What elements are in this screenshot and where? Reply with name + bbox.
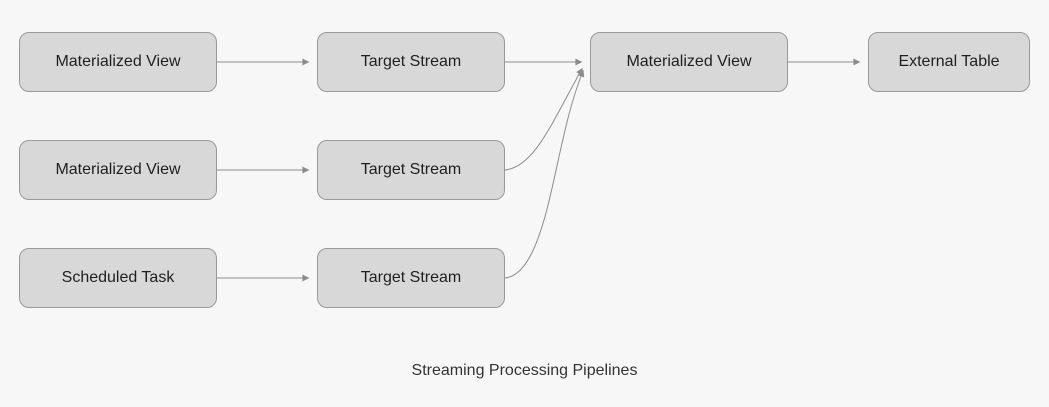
node-label: Target Stream xyxy=(360,269,462,286)
node-materialized-view-2: Materialized View xyxy=(19,140,217,200)
node-label: Target Stream xyxy=(360,53,462,70)
edge-ts2-to-mvfinal xyxy=(504,67,583,171)
node-label: Materialized View xyxy=(55,161,181,178)
node-label: Target Stream xyxy=(360,161,462,178)
node-target-stream-3: Target Stream xyxy=(317,248,505,308)
node-label: Scheduled Task xyxy=(61,269,175,286)
node-scheduled-task: Scheduled Task xyxy=(19,248,217,308)
node-materialized-view-final: Materialized View xyxy=(590,32,788,92)
node-target-stream-1: Target Stream xyxy=(317,32,505,92)
edge-ts3-to-mvfinal xyxy=(504,69,585,279)
node-target-stream-2: Target Stream xyxy=(317,140,505,200)
node-label: External Table xyxy=(898,53,1000,70)
node-label: Materialized View xyxy=(55,53,181,70)
diagram-caption: Streaming Processing Pipelines xyxy=(411,362,638,379)
node-materialized-view-1: Materialized View xyxy=(19,32,217,92)
node-external-table: External Table xyxy=(868,32,1030,92)
node-label: Materialized View xyxy=(626,53,752,70)
